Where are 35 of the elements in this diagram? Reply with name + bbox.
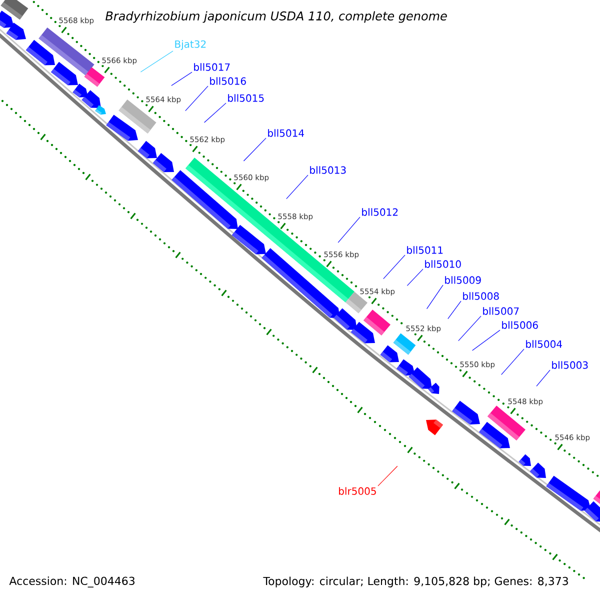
- leader-line: [501, 348, 524, 375]
- leader-line: [140, 50, 174, 72]
- info-text: Topology: circular; Length: 9,105,828 bp; Genes: 8,373: [263, 576, 568, 588]
- gene-label: bll5003: [552, 361, 588, 369]
- leader-line: [472, 330, 500, 351]
- info-text: Accession: NC_004463: [9, 576, 134, 588]
- leader-line: [383, 254, 406, 280]
- gene-label: bll5015: [228, 94, 264, 102]
- leader-line: [378, 466, 398, 486]
- leader-line: [204, 102, 226, 123]
- gene-label: bll5007: [483, 307, 519, 315]
- leader-line: [406, 268, 424, 286]
- gene-label: bll5006: [502, 321, 538, 329]
- gene-label: Bjat32: [175, 40, 206, 50]
- gene-label: bll5014: [268, 129, 304, 137]
- leader-line: [448, 300, 462, 320]
- leader-line: [536, 370, 550, 386]
- leader-line: [426, 284, 444, 310]
- leader-line: [171, 72, 192, 86]
- leader-line: [458, 316, 482, 342]
- gene-label: bll5016: [210, 77, 246, 85]
- leader-line: [338, 216, 360, 243]
- gene-label: bll5012: [362, 208, 398, 216]
- gene-label: bll5013: [310, 166, 346, 174]
- title: Bradyrhizobium japonicum USDA 110, complete genome: [106, 11, 447, 23]
- gene-label: bll5008: [463, 292, 499, 300]
- leader-line: [185, 86, 208, 112]
- gene-label: bll5011: [407, 246, 443, 254]
- gene-label: bll5010: [425, 260, 461, 268]
- leader-line: [243, 138, 266, 162]
- gene-label: bll5004: [526, 340, 562, 348]
- gene-label: blr5005: [339, 487, 376, 495]
- gene-label: bll5009: [445, 276, 481, 284]
- leader-line: [286, 174, 308, 200]
- gene-label: bll5017: [194, 63, 230, 71]
